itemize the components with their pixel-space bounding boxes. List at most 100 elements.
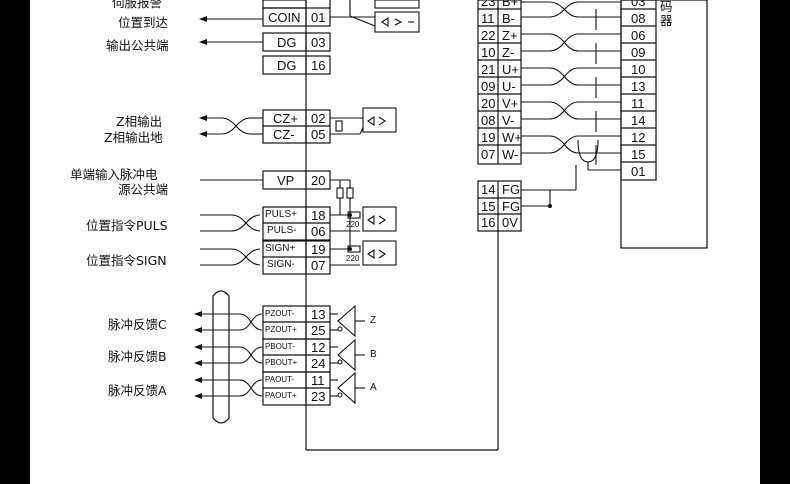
terminal-pin: 07 — [311, 258, 326, 273]
terminal-name: CZ+ — [273, 111, 298, 126]
line-drivers — [330, 304, 365, 405]
output-arrows — [199, 16, 263, 45]
terminal-pin: 05 — [311, 127, 326, 142]
label-output-common: 输出公共端 — [106, 38, 169, 53]
encoder-connector-pin: 01 — [631, 164, 646, 179]
terminal-pin: 02 — [311, 111, 326, 126]
encoder-connector-pin: 06 — [631, 28, 646, 43]
terminal-name: CZ- — [273, 127, 295, 142]
terminal-pin: 18 — [311, 208, 326, 223]
encoder-pin: 22 — [481, 28, 496, 43]
terminal-pin: 24 — [311, 356, 326, 371]
label-pos-cmd-sign: 位置指令SIGN — [86, 253, 167, 268]
terminal-pin: 06 — [311, 224, 326, 239]
encoder-pin: 21 — [481, 62, 496, 77]
encoder-connector-pin: 08 — [631, 11, 646, 26]
terminal-name: SIGN- — [267, 259, 295, 270]
terminal-pin: 19 — [311, 242, 326, 257]
terminal-name: SIGN+ — [265, 243, 296, 254]
encoder-terminal-strip — [477, 0, 522, 232]
label-single-end-input-1: 单端输入脉冲电 — [70, 167, 158, 182]
buffer-label-a: A — [370, 382, 377, 393]
encoder-signal: W+ — [502, 130, 522, 145]
paper — [30, 0, 760, 484]
encoder-pin: 19 — [481, 130, 496, 145]
encoder-signal: B- — [502, 11, 515, 26]
encoder-signal: V+ — [502, 96, 519, 111]
terminal-name: PBOUT+ — [265, 358, 298, 367]
encoder-connector-pin: 13 — [631, 79, 646, 94]
terminal-pin: 11 — [311, 373, 325, 388]
terminal-name: PAOUT- — [265, 375, 295, 384]
drive-bus-lines — [306, 0, 499, 451]
label-pulse-feedback-a: 脉冲反馈A — [108, 383, 167, 398]
pulse-feedback-shield — [212, 290, 230, 424]
terminal-pin: 12 — [311, 340, 326, 355]
encoder-pin: 09 — [481, 79, 496, 94]
label-pos-cmd-puls: 位置指令PULS — [86, 218, 168, 233]
vp-line — [200, 179, 354, 248]
terminal-name: VP — [277, 173, 295, 188]
terminal-name: PAOUT+ — [265, 391, 297, 400]
label-alarm-partial: 伺服报警 — [112, 0, 163, 10]
encoder-pin: 14 — [481, 182, 496, 197]
cz-twisted-pair — [199, 107, 397, 137]
terminal-pin: 13 — [311, 307, 326, 322]
encoder-pin: 07 — [481, 147, 496, 162]
encoder-connector-pin: 09 — [631, 45, 646, 60]
label-z-output: Z相输出 — [116, 114, 163, 129]
encoder-box — [620, 0, 708, 249]
encoder-pin: 10 — [481, 45, 496, 60]
encoder-pin: 11 — [481, 11, 495, 26]
terminal-name: PZOUT+ — [265, 325, 297, 334]
terminal-name: PZOUT- — [265, 309, 295, 318]
terminal-name: PBOUT- — [265, 342, 295, 351]
terminal-name: DG — [277, 58, 297, 73]
terminal-name: COIN — [268, 10, 301, 25]
encoder-pin: 15 — [481, 199, 496, 214]
encoder-connector-pin: 15 — [631, 147, 646, 162]
buffer-label-b: B — [370, 349, 377, 360]
label-position-reached: 位置到达 — [118, 15, 169, 30]
encoder-pin: 23 — [481, 0, 496, 9]
encoder-signal: W- — [502, 147, 519, 162]
terminal-pin: 23 — [311, 389, 326, 404]
terminal-pin: 16 — [311, 58, 326, 73]
buffer-label-z: Z — [370, 315, 377, 326]
terminal-pin: 20 — [311, 173, 326, 188]
encoder-signal: Z- — [502, 45, 515, 60]
resistor-value: 220 — [346, 220, 360, 229]
label-z-output-ground: Z相输出地 — [104, 130, 163, 145]
resistor-value: 220 — [346, 254, 360, 263]
encoder-signal: 0V — [502, 215, 518, 230]
encoder-signal: Z+ — [502, 28, 518, 43]
label-pulse-feedback-c: 脉冲反馈C — [108, 317, 167, 332]
puls-twisted-pair — [200, 206, 397, 232]
encoder-connector-pin: 11 — [631, 96, 645, 111]
sign-twisted-pair — [200, 240, 397, 266]
encoder-pin: 16 — [481, 215, 496, 230]
terminal-pin: 03 — [311, 35, 326, 50]
pulse-feedback-lines — [194, 311, 263, 399]
encoder-signal: FG — [502, 182, 521, 197]
encoder-connector-pin: 12 — [631, 130, 646, 145]
terminal-pin: 01 — [311, 10, 326, 25]
encoder-signal: B+ — [502, 0, 519, 9]
encoder-label-partial: 码 — [660, 0, 673, 14]
top-optocouplers — [330, 0, 420, 33]
encoder-signal: V- — [502, 113, 515, 128]
terminal-pin: 25 — [311, 323, 326, 338]
encoder-connector-pin: 03 — [631, 0, 646, 9]
terminal-name: PULS+ — [265, 209, 297, 220]
encoder-label-partial: 器 — [660, 13, 673, 28]
encoder-connector-pin: 14 — [631, 113, 646, 128]
encoder-twisted-pairs — [521, 1, 621, 207]
terminal-name: PULS- — [267, 225, 297, 236]
encoder-signal: FG — [502, 199, 521, 214]
encoder-signal: U- — [502, 79, 516, 94]
junction-dots — [348, 204, 552, 251]
label-single-end-input-2: 源公共端 — [118, 182, 169, 197]
encoder-connector-pin: 10 — [631, 62, 646, 77]
encoder-pin: 20 — [481, 96, 496, 111]
